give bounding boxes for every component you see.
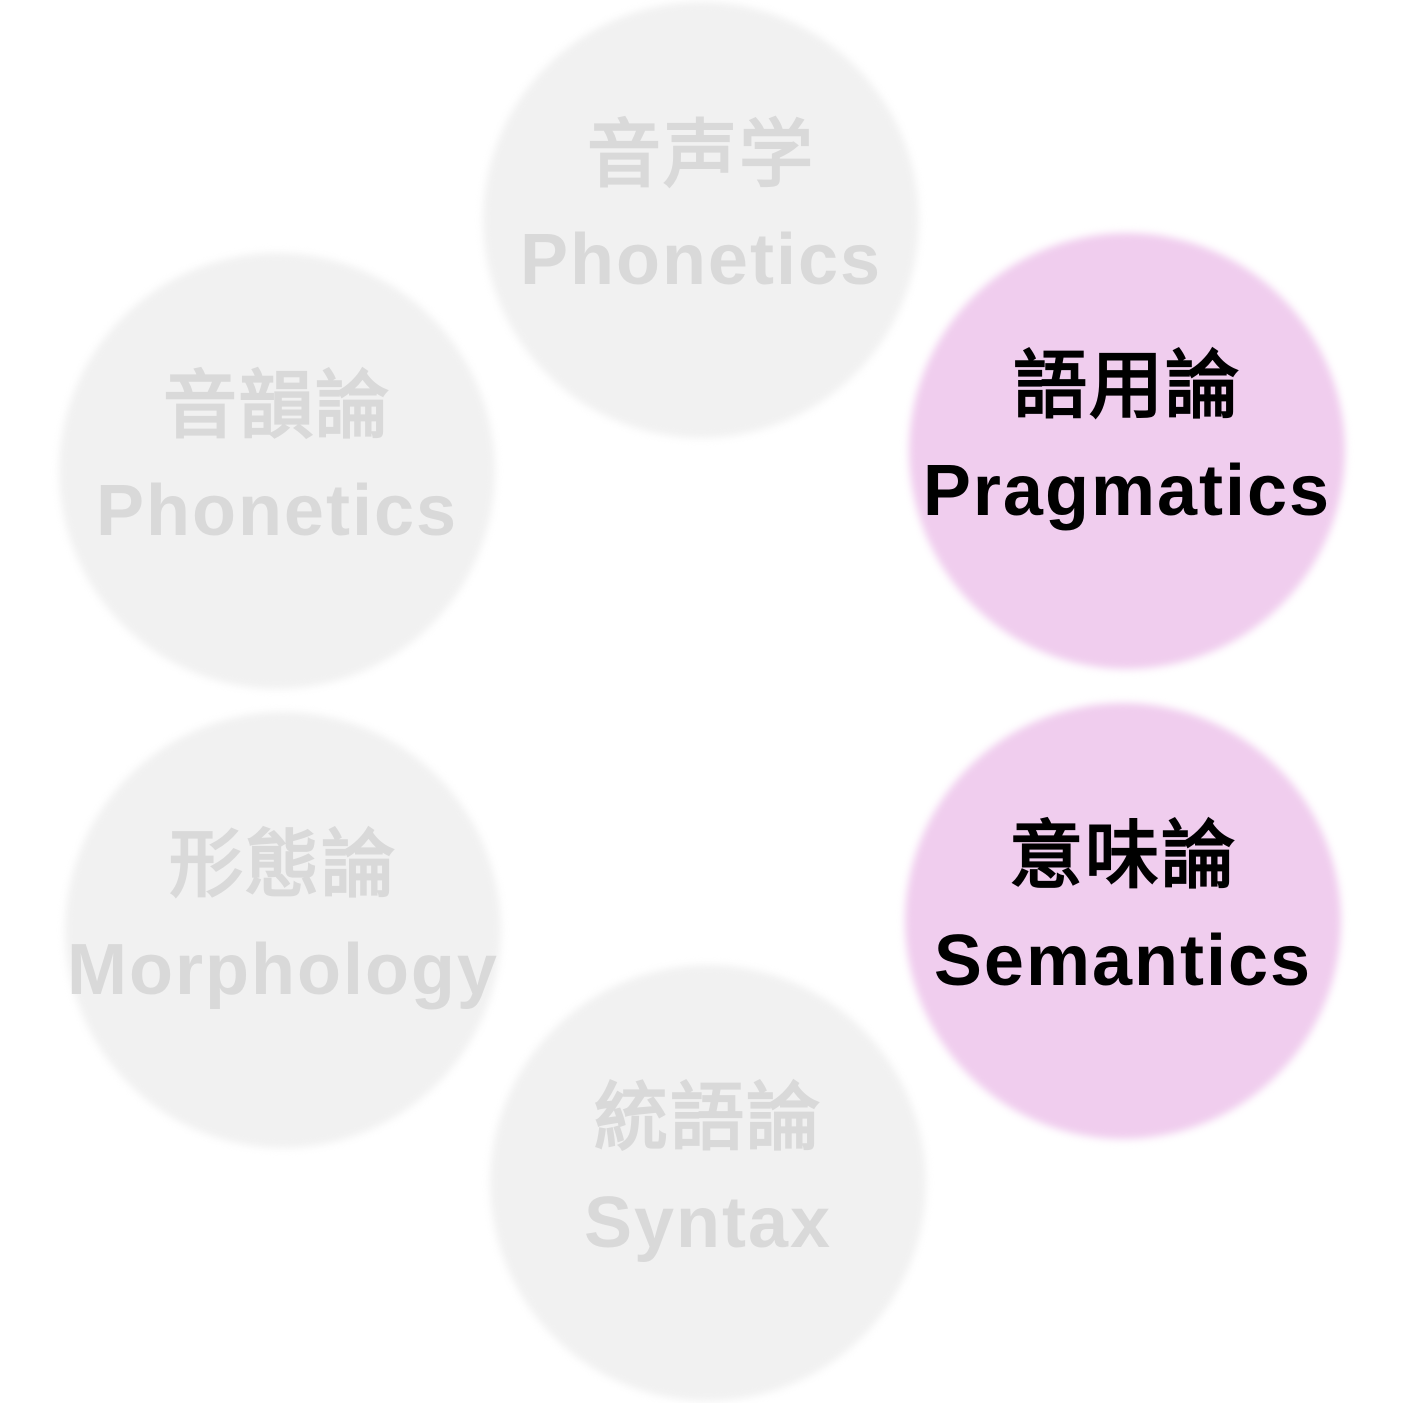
node-semantics[interactable]: 意味論 Semantics	[905, 703, 1341, 1139]
label-jp: 語用論	[1013, 343, 1241, 429]
circle-pragmatics	[909, 233, 1345, 669]
node-pragmatics[interactable]: 語用論 Pragmatics	[909, 233, 1345, 669]
node-phonetics[interactable]: 音声学 Phonetics	[483, 2, 919, 438]
label-en: Pragmatics	[922, 451, 1332, 531]
label-en: Semantics	[933, 921, 1313, 1001]
label-jp: 形態論	[169, 822, 397, 908]
node-syntax[interactable]: 統語論 Syntax	[490, 965, 926, 1401]
circle-phonology	[59, 253, 495, 689]
label-en: Phonetics	[95, 471, 459, 551]
circle-syntax	[490, 965, 926, 1401]
circle-semantics	[905, 703, 1341, 1139]
node-phonology[interactable]: 音韻論 Phonetics	[59, 253, 495, 689]
circle-phonetics	[483, 2, 919, 438]
label-jp: 意味論	[1009, 813, 1237, 899]
label-en: Phonetics	[519, 220, 883, 300]
label-jp: 音声学	[587, 112, 815, 198]
label-jp: 音韻論	[163, 363, 391, 449]
label-jp: 統語論	[594, 1075, 822, 1161]
node-morphology[interactable]: 形態論 Morphology	[65, 712, 501, 1148]
label-en: Syntax	[583, 1183, 833, 1263]
label-en: Morphology	[67, 930, 499, 1010]
circle-morphology	[65, 712, 501, 1148]
